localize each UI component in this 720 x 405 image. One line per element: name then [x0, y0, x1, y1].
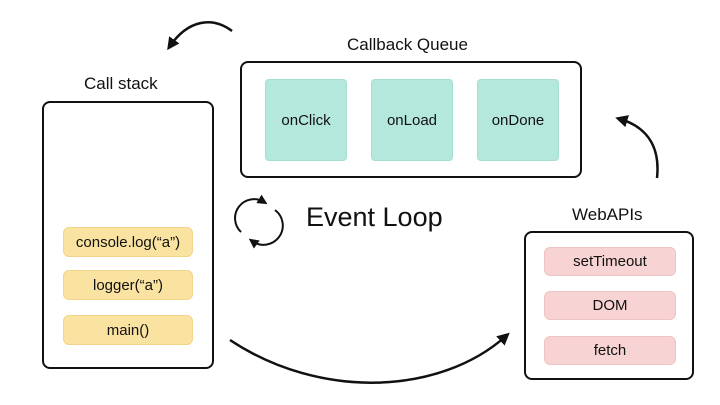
stack-frame-main: main() [63, 315, 193, 345]
call-stack-title: Call stack [84, 74, 158, 93]
queue-to-stack-arrow [167, 21, 233, 51]
api-item-settimeout: setTimeout [544, 247, 676, 276]
loop-icon [234, 194, 284, 249]
stack-frame-logger: logger(“a”) [63, 270, 193, 300]
api-item-dom: DOM [544, 291, 676, 320]
callback-queue-title: Callback Queue [347, 35, 468, 54]
webapis-box: setTimeout DOM fetch [524, 231, 694, 380]
queue-item-onload: onLoad [371, 79, 453, 161]
stack-frame-console-log: console.log(“a”) [63, 227, 193, 257]
event-loop-label: Event Loop [306, 202, 443, 232]
callback-queue-box: onClick onLoad onDone [240, 61, 582, 178]
stack-to-webapis-arrow [229, 332, 510, 384]
queue-item-ondone: onDone [477, 79, 559, 161]
api-item-fetch: fetch [544, 336, 676, 365]
webapis-to-queue-arrow [615, 115, 659, 179]
queue-item-onclick: onClick [265, 79, 347, 161]
call-stack-box: console.log(“a”) logger(“a”) main() [42, 101, 214, 369]
webapis-title: WebAPIs [572, 205, 643, 224]
